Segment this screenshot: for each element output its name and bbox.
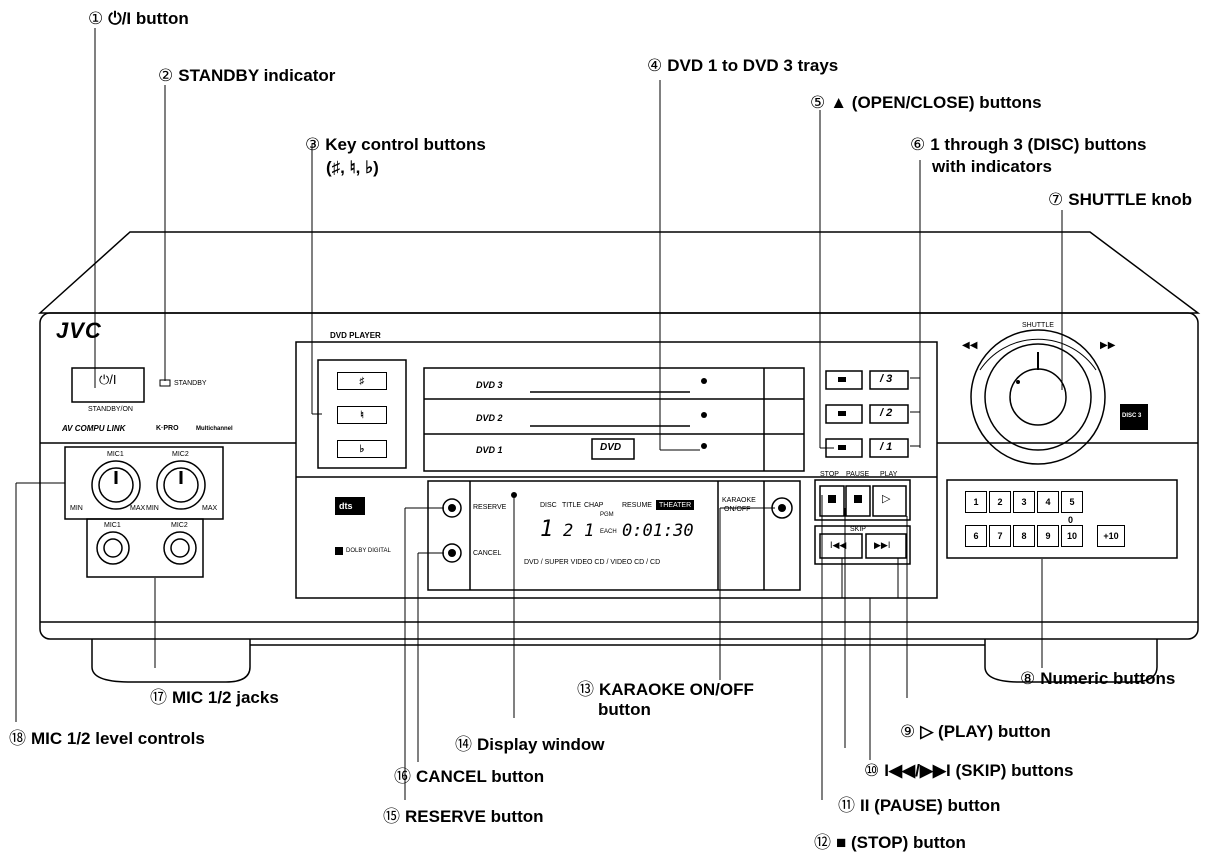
display-formats: DVD / SUPER VIDEO CD / VIDEO CD / CD bbox=[524, 559, 661, 566]
numeric-8-button[interactable]: 8 bbox=[1013, 525, 1035, 547]
skip-forward-button[interactable]: ▶▶I bbox=[874, 540, 891, 550]
numeric-6-button[interactable]: 6 bbox=[965, 525, 987, 547]
left-foot bbox=[91, 639, 251, 683]
mic1-min: MIN bbox=[70, 505, 83, 512]
model-label: DVD PLAYER bbox=[330, 331, 381, 340]
skip-label: SKIP bbox=[850, 526, 866, 533]
karaoke-onoff-label: ON/OFF bbox=[724, 506, 751, 513]
kpro-logo: K·PRO bbox=[156, 425, 179, 432]
device-front-panel bbox=[39, 312, 1199, 640]
jvc-logo: JVC bbox=[56, 318, 102, 343]
callout-key-control-symbols: (♯, ♮, ♭) bbox=[326, 158, 379, 177]
karaoke-label: KARAOKE bbox=[722, 497, 756, 504]
callout-karaoke-line2: button bbox=[598, 700, 651, 719]
cancel-label: CANCEL bbox=[473, 550, 502, 557]
mic2-max: MAX bbox=[202, 505, 218, 512]
standby-label: STANDBY bbox=[174, 380, 207, 387]
disc3-button[interactable]: / 3 bbox=[880, 373, 893, 385]
power-button[interactable]: ⏻/I bbox=[99, 372, 117, 387]
skip-back-button[interactable]: I◀◀ bbox=[830, 540, 847, 550]
dts-logo: dts bbox=[339, 501, 353, 511]
play-label: PLAY bbox=[880, 471, 898, 478]
pause-label: PAUSE bbox=[846, 471, 870, 478]
mic2-min: MIN bbox=[146, 505, 159, 512]
numeric-7-button[interactable]: 7 bbox=[989, 525, 1011, 547]
shuttle-rewind-icon: ◀◀ bbox=[962, 340, 978, 351]
stop-label: STOP bbox=[820, 471, 839, 478]
display-title-value: 2 bbox=[563, 521, 574, 541]
key-flat-button[interactable]: ♭ bbox=[337, 440, 387, 458]
numeric-5-button[interactable]: 5 bbox=[1061, 491, 1083, 513]
mic2-label: MIC2 bbox=[172, 451, 189, 458]
play-button[interactable]: ▷ bbox=[882, 493, 891, 505]
disc2-button[interactable]: / 2 bbox=[880, 407, 893, 419]
tray-dvd2-label: DVD 2 bbox=[476, 413, 503, 423]
callout-stop-button: ⑫■ (STOP) button bbox=[814, 833, 966, 852]
key-sharp-button[interactable]: ♯ bbox=[337, 372, 387, 390]
display-chap-value: 1 bbox=[584, 521, 595, 541]
numeric-2-button[interactable]: 2 bbox=[989, 491, 1011, 513]
shuttle-label: SHUTTLE bbox=[1022, 322, 1054, 329]
compulink-logo: AV COMPU LINK bbox=[62, 424, 126, 433]
display-time: 0:01:30 bbox=[622, 521, 694, 541]
device-top-lid bbox=[38, 231, 1201, 314]
numeric-4-button[interactable]: 4 bbox=[1037, 491, 1059, 513]
dvd-logo: DVD bbox=[600, 442, 622, 453]
callout-open-close: ⑤▲ (OPEN/CLOSE) buttons bbox=[810, 93, 1042, 112]
shuttle-forward-icon: ▶▶ bbox=[1100, 340, 1116, 351]
display-each: EACH bbox=[600, 529, 617, 535]
numeric-9-button[interactable]: 9 bbox=[1037, 525, 1059, 547]
display-disc-header: DISC bbox=[540, 502, 557, 509]
display-resume-header: RESUME bbox=[622, 502, 652, 509]
disc1-button[interactable]: / 1 bbox=[880, 441, 893, 453]
center-frame bbox=[295, 341, 938, 599]
mic1-max: MAX bbox=[130, 505, 146, 512]
callout-play-button: ⑨▷ (PLAY) button bbox=[900, 722, 1051, 741]
key-natural-button[interactable]: ♮ bbox=[337, 406, 387, 424]
standby-on-label: STANDBY/ON bbox=[88, 406, 133, 413]
reserve-label: RESERVE bbox=[473, 504, 507, 511]
multichannel-logo: Multichannel bbox=[196, 426, 233, 432]
mic2-jack-label: MIC2 bbox=[171, 522, 188, 529]
display-theater-header: THEATER bbox=[659, 502, 692, 509]
tray-dvd3-label: DVD 3 bbox=[476, 380, 503, 390]
numeric-1-button[interactable]: 1 bbox=[965, 491, 987, 513]
dolby-logo: DOLBY DIGITAL bbox=[346, 548, 391, 554]
display-title-header: TITLE bbox=[562, 502, 582, 509]
numeric-plus10-button[interactable]: +10 bbox=[1097, 525, 1125, 547]
display-disc-value: 1 bbox=[540, 517, 554, 542]
mic1-jack-label: MIC1 bbox=[104, 522, 121, 529]
mic1-label: MIC1 bbox=[107, 451, 124, 458]
disc-badge: DISC 3 bbox=[1122, 413, 1142, 419]
callout-disc-buttons-line2: with indicators bbox=[932, 157, 1052, 176]
shuttle-ring bbox=[970, 329, 1106, 465]
numeric-10-button[interactable]: 10 bbox=[1061, 525, 1083, 547]
numeric-zero-label: 0 bbox=[1068, 515, 1074, 525]
display-pgm: PGM bbox=[600, 512, 614, 518]
display-chap-header: CHAP bbox=[584, 502, 604, 509]
callout-power-button: ①⏻/I button bbox=[88, 9, 189, 28]
numeric-3-button[interactable]: 3 bbox=[1013, 491, 1035, 513]
tray-dvd1-label: DVD 1 bbox=[476, 445, 503, 455]
right-foot bbox=[984, 639, 1158, 683]
